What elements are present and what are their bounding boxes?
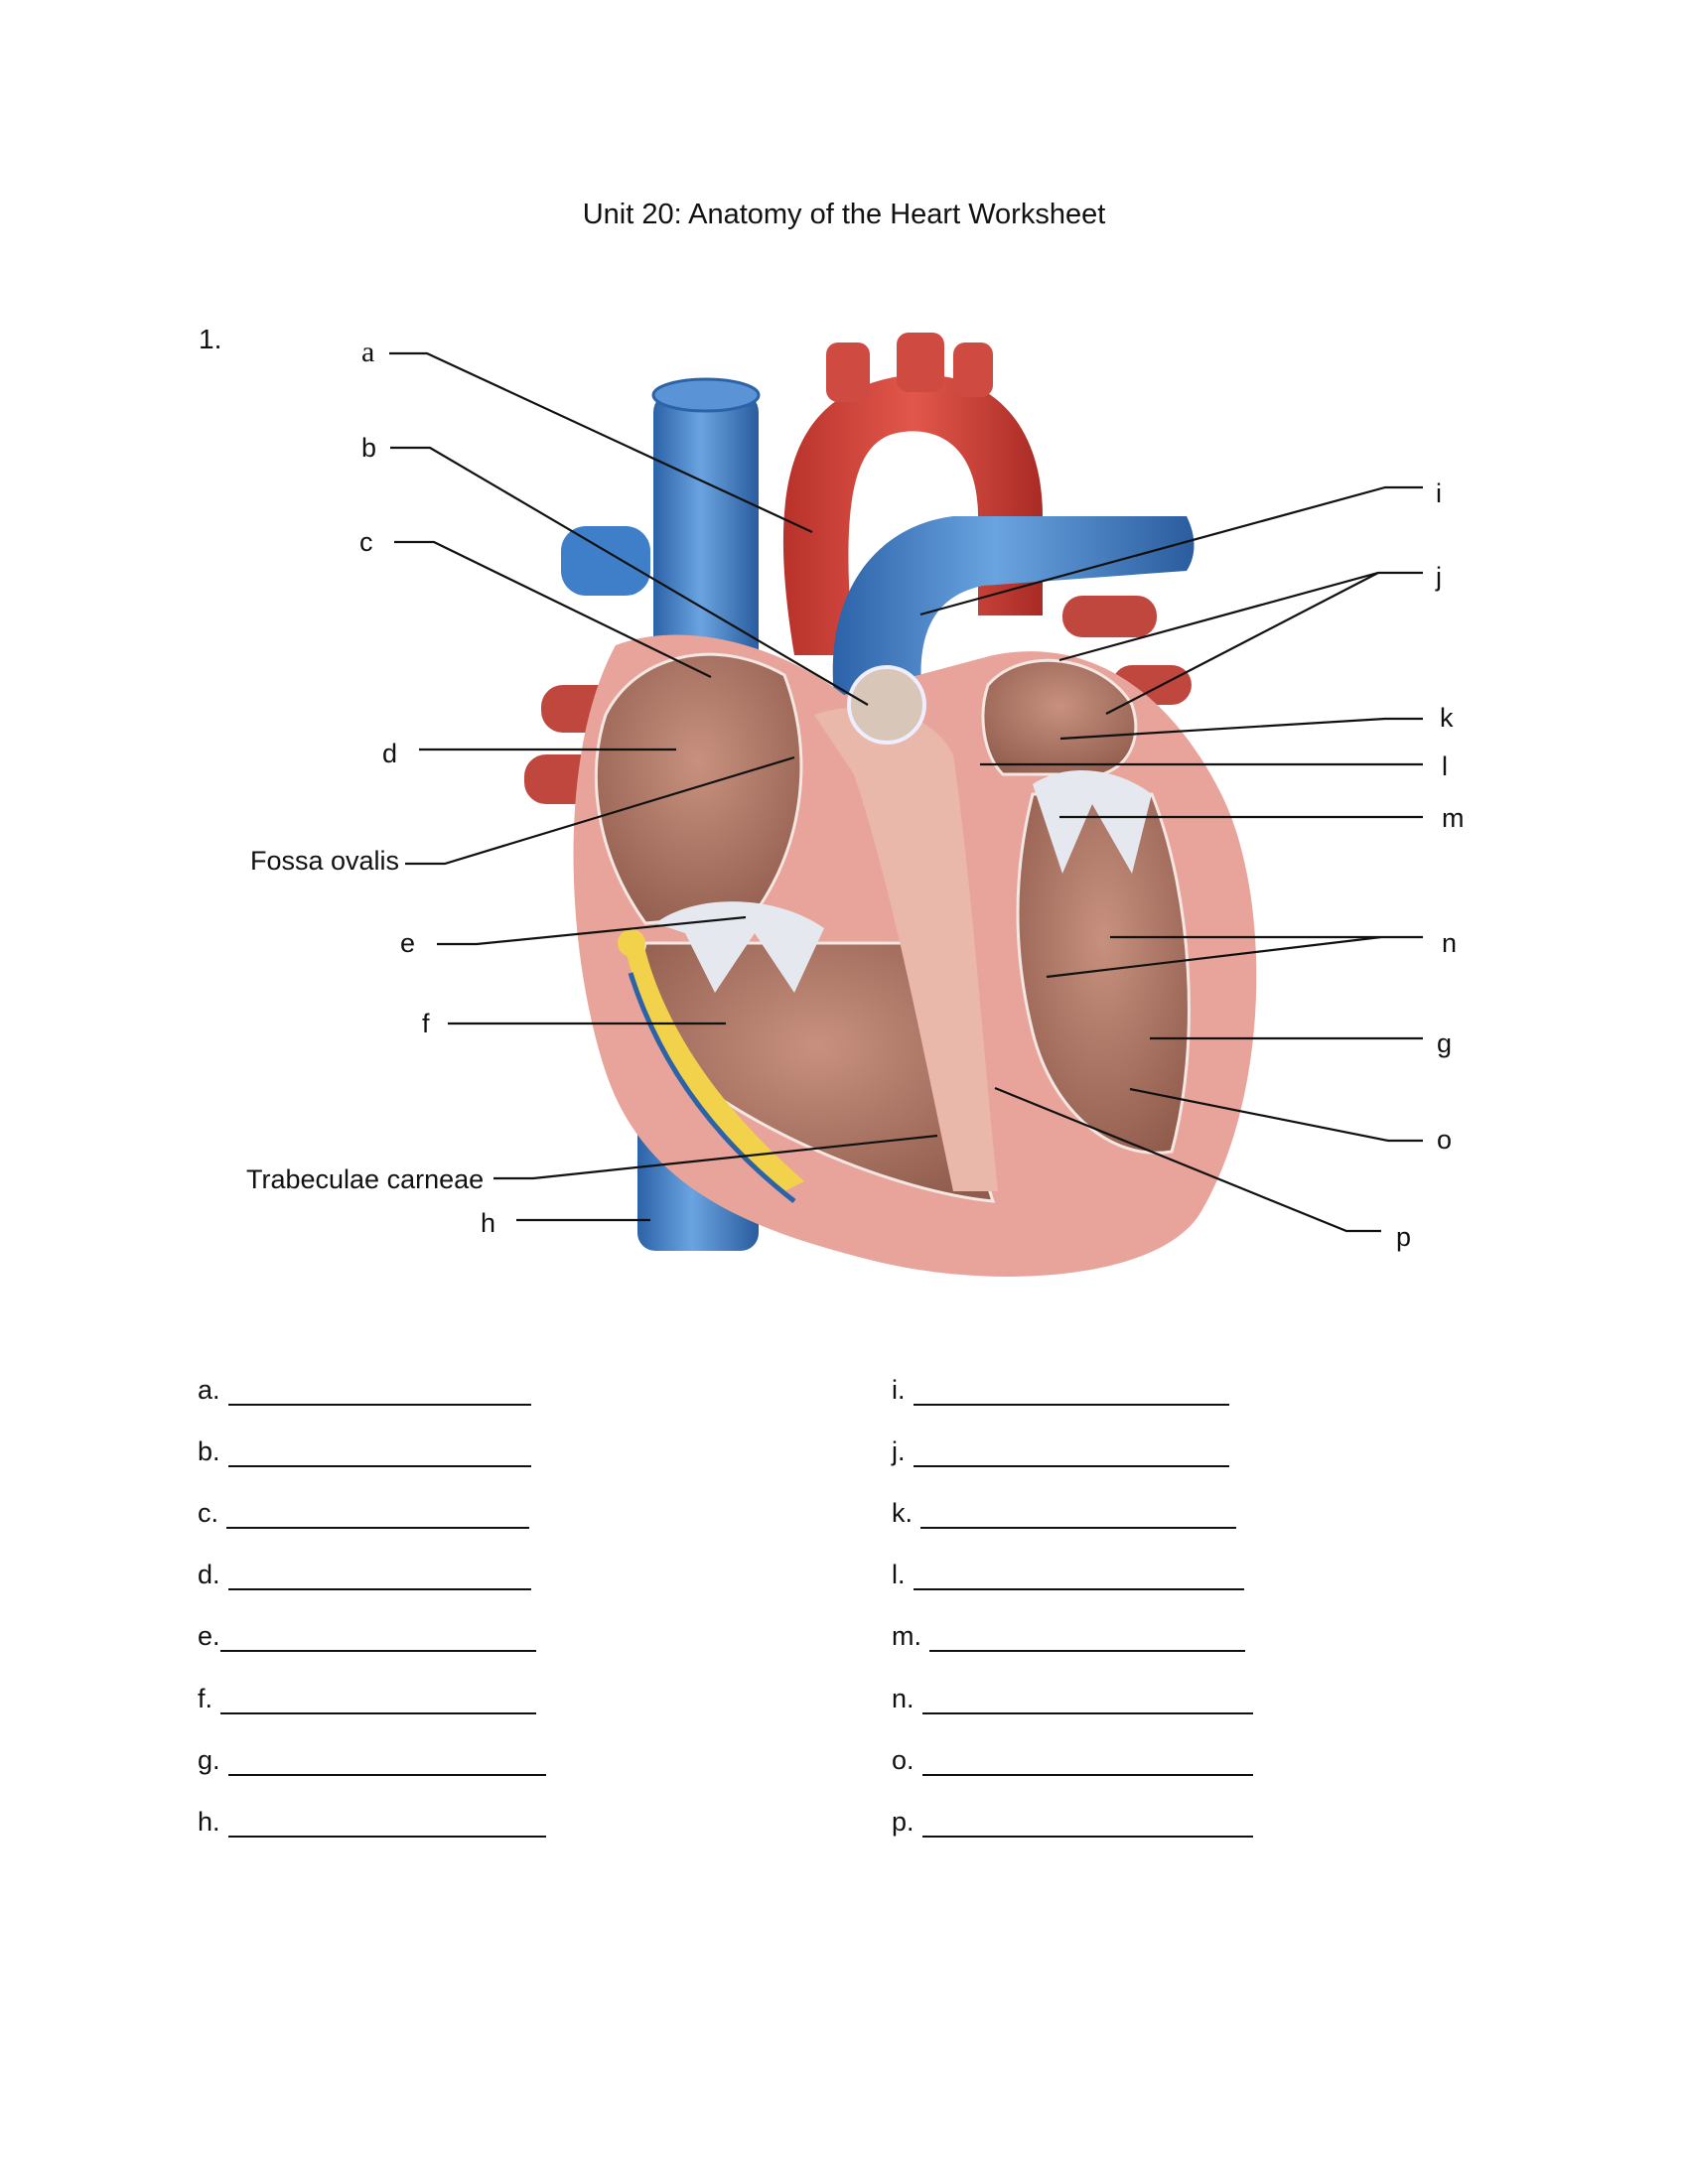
answer-l[interactable]: l. (892, 1560, 1244, 1590)
answer-label: j. (892, 1436, 906, 1466)
label-trabeculae-carneae: Trabeculae carneae (246, 1164, 485, 1194)
label-g: g (1437, 1028, 1453, 1058)
label-fossa-ovalis: Fossa ovalis (250, 846, 400, 876)
answer-d[interactable]: d. (198, 1560, 531, 1590)
answer-blank[interactable] (921, 1810, 1253, 1838)
answer-blank[interactable] (913, 1563, 1244, 1590)
answer-blank[interactable] (226, 1501, 530, 1529)
answer-label: n. (892, 1684, 914, 1713)
answer-blank[interactable] (921, 1748, 1253, 1776)
answer-blank[interactable] (227, 1810, 546, 1838)
answer-blank[interactable] (227, 1748, 546, 1776)
answer-label: i. (892, 1375, 906, 1405)
answer-blank[interactable] (227, 1378, 531, 1406)
label-j: j (1436, 562, 1442, 592)
answer-o[interactable]: o. (892, 1745, 1253, 1776)
answer-n[interactable]: n. (892, 1684, 1253, 1714)
label-o: o (1437, 1125, 1453, 1155)
answer-j[interactable]: j. (892, 1436, 1229, 1467)
answer-label: g. (198, 1745, 220, 1775)
label-b: b (361, 433, 377, 463)
answer-label: c. (198, 1498, 219, 1528)
answer-label: p. (892, 1807, 914, 1837)
answer-label: a. (198, 1375, 220, 1405)
answer-b[interactable]: b. (198, 1436, 531, 1467)
label-p: p (1396, 1222, 1412, 1252)
answer-label: d. (198, 1560, 220, 1589)
answer-blank[interactable] (921, 1687, 1253, 1714)
label-d: d (382, 739, 398, 768)
answer-label: b. (198, 1436, 220, 1466)
label-k: k (1440, 703, 1454, 733)
answer-k[interactable]: k. (892, 1498, 1237, 1529)
answer-label: h. (198, 1807, 220, 1837)
answer-f[interactable]: f. (198, 1684, 537, 1714)
answer-a[interactable]: a. (198, 1375, 531, 1406)
label-i: i (1436, 478, 1442, 508)
answer-blank[interactable] (920, 1501, 1237, 1529)
answer-m[interactable]: m. (892, 1621, 1245, 1652)
answer-blank[interactable] (929, 1624, 1245, 1652)
label-c: c (359, 527, 373, 557)
label-l: l (1442, 751, 1448, 781)
label-n: n (1442, 928, 1458, 958)
answer-label: o. (892, 1745, 914, 1775)
answer-label: e. (198, 1621, 220, 1651)
label-a: a (361, 336, 375, 368)
answer-label: m. (892, 1621, 921, 1651)
answer-blank[interactable] (219, 1624, 536, 1652)
label-f: f (422, 1009, 430, 1038)
answer-g[interactable]: g. (198, 1745, 546, 1776)
answer-blank[interactable] (227, 1563, 531, 1590)
answer-blank[interactable] (227, 1439, 531, 1467)
page-title: Unit 20: Anatomy of the Heart Worksheet (582, 199, 1106, 230)
answer-label: k. (892, 1498, 914, 1528)
answer-label: l. (892, 1560, 906, 1589)
answer-c[interactable]: c. (198, 1498, 530, 1529)
answer-blank[interactable] (913, 1378, 1229, 1406)
answer-blank[interactable] (913, 1439, 1229, 1467)
question-number: 1. (199, 324, 222, 354)
label-e: e (400, 928, 416, 958)
answer-i[interactable]: i. (892, 1375, 1229, 1406)
answer-blank[interactable] (220, 1687, 537, 1714)
label-m: m (1442, 803, 1465, 833)
label-h: h (481, 1208, 496, 1238)
answer-h[interactable]: h. (198, 1807, 546, 1838)
answer-e[interactable]: e. (198, 1621, 536, 1652)
answer-p[interactable]: p. (892, 1807, 1253, 1838)
answer-label: f. (198, 1684, 213, 1713)
